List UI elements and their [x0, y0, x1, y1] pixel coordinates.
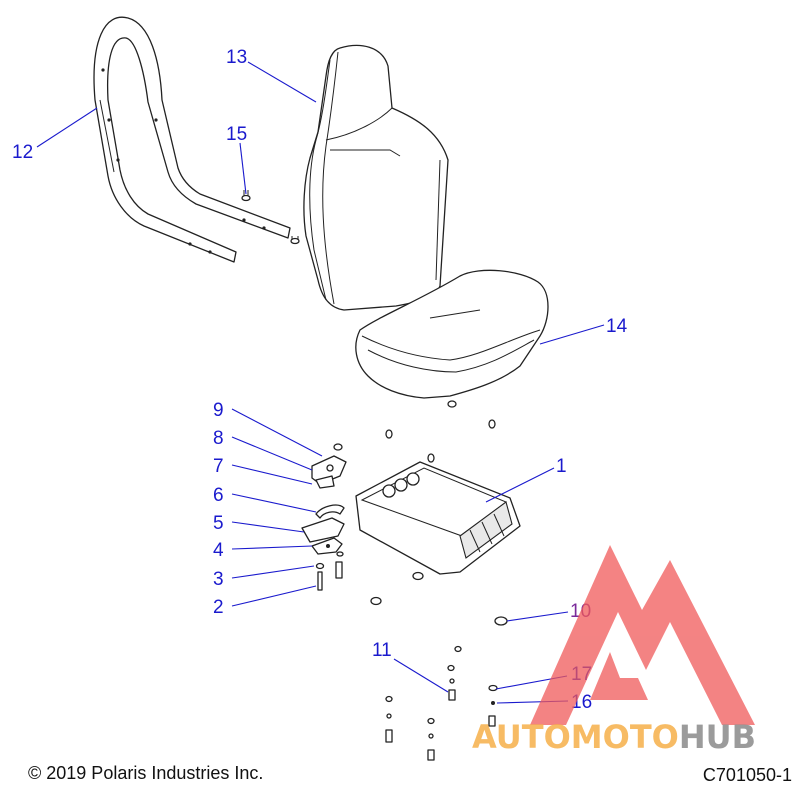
- callout-12: 12: [12, 142, 33, 163]
- callout-14: 14: [606, 316, 628, 337]
- watermark-logo-mark: [530, 545, 755, 725]
- small-fastener: [290, 236, 300, 245]
- watermark-word: AUTOMOTOHUB: [472, 718, 756, 755]
- seat-cushion: [355, 269, 549, 408]
- seat-back: [303, 44, 449, 311]
- callout-13: 13: [226, 47, 247, 68]
- hardware-lower: [370, 571, 508, 761]
- callout-1: 1: [556, 456, 567, 477]
- callout-15: 15: [226, 124, 247, 145]
- callout-6: 6: [213, 485, 224, 506]
- copyright-text: © 2019 Polaris Industries Inc.: [28, 763, 264, 783]
- callout-4: 4: [213, 540, 224, 561]
- automotohub-watermark: AUTOMOTOHUB: [472, 545, 756, 755]
- seat-base: [355, 419, 521, 575]
- watermark-word-part2: HUB: [679, 718, 756, 755]
- diagram-code: C701050-1: [702, 765, 792, 785]
- bracket-assembly: [301, 443, 347, 591]
- callout-9: 9: [213, 400, 224, 421]
- callout-5: 5: [213, 513, 224, 534]
- callout-2: 2: [213, 597, 224, 618]
- callout-11: 11: [372, 640, 392, 661]
- leader-lines: [36, 61, 605, 704]
- pin-fastener: [241, 190, 251, 202]
- grab-bar: [93, 16, 291, 263]
- callout-7: 7: [213, 456, 224, 477]
- callout-8: 8: [213, 428, 224, 449]
- watermark-word-part1: AUTOMOTO: [472, 718, 679, 755]
- callout-3: 3: [213, 569, 224, 590]
